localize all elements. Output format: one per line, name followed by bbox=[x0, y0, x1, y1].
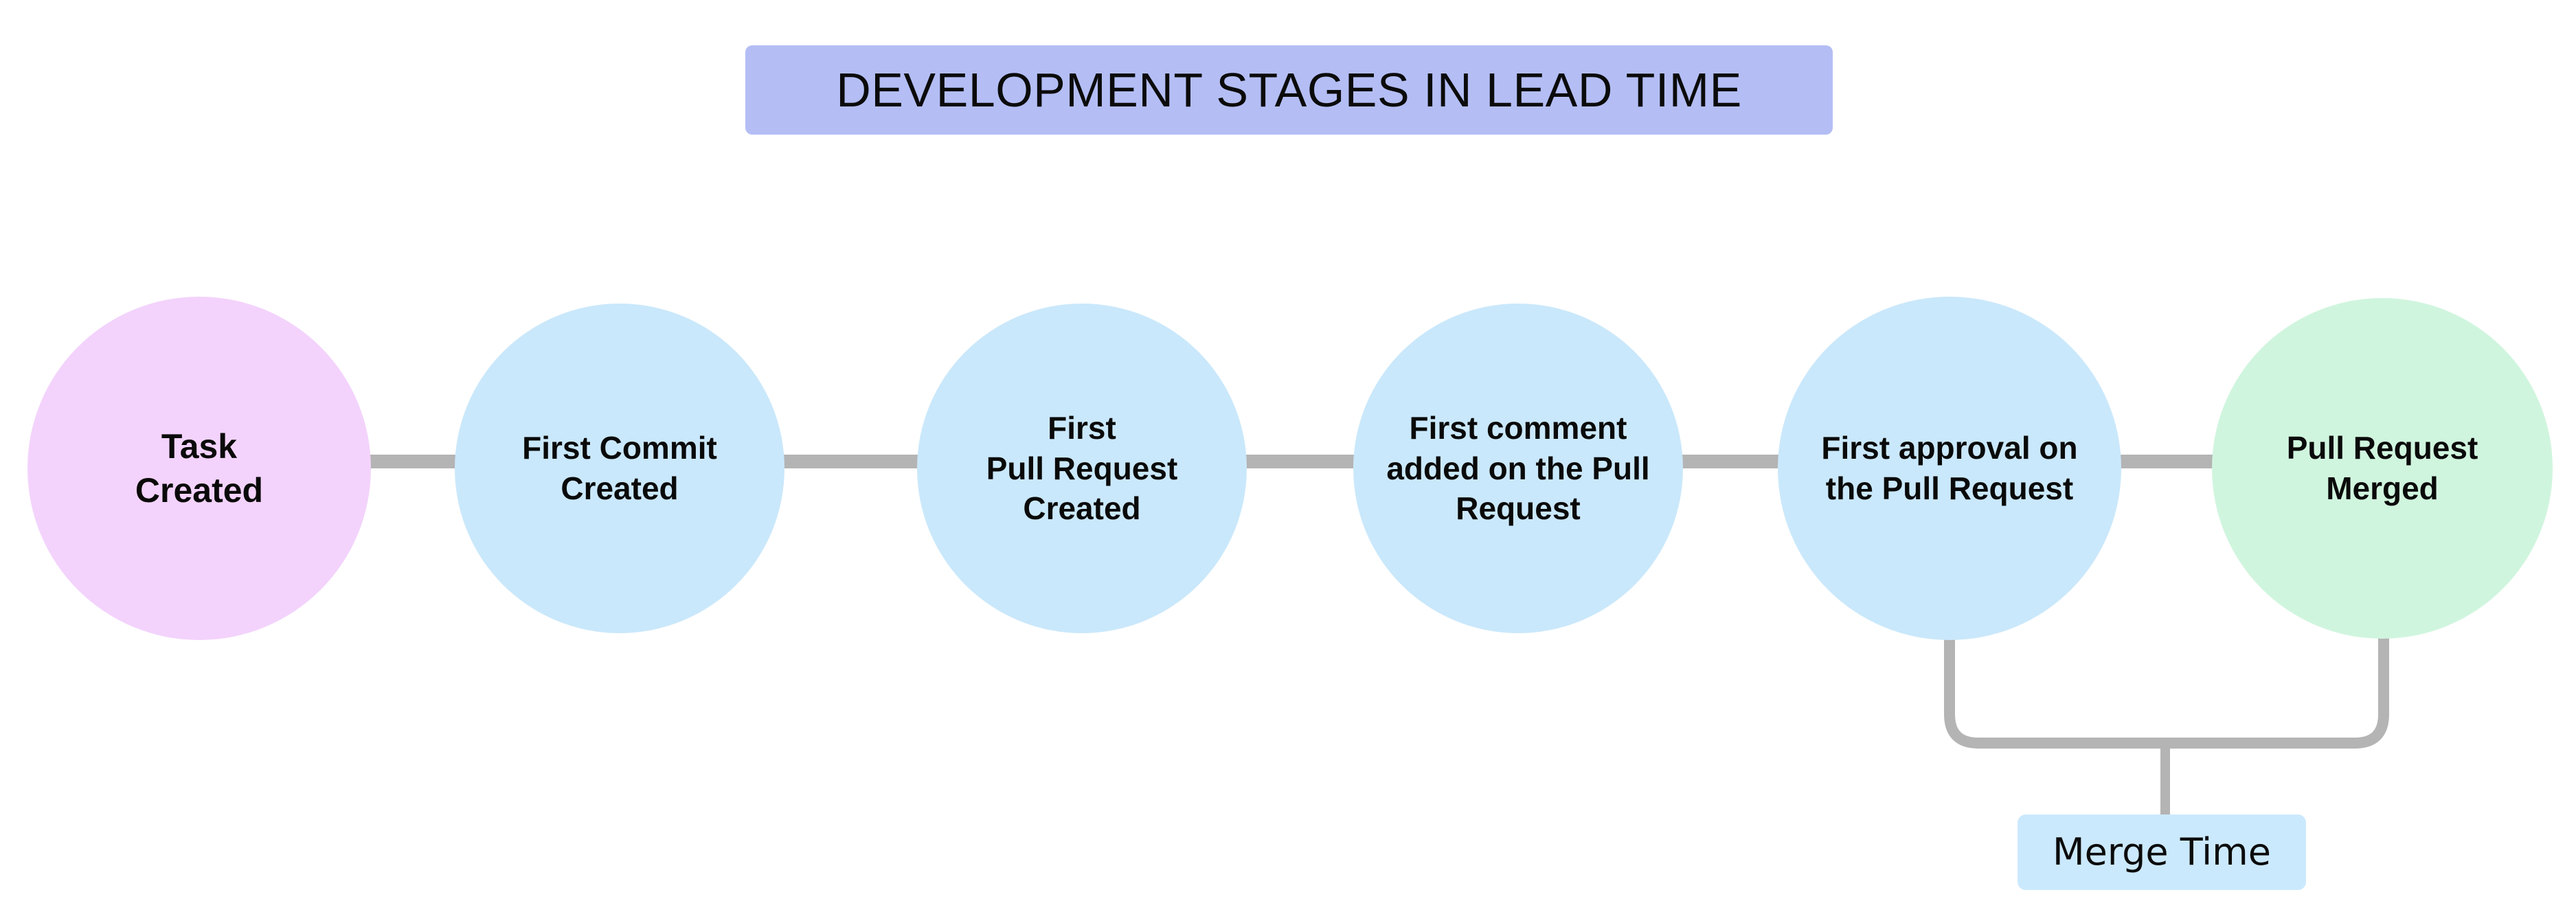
page-title: DEVELOPMENT STAGES IN LEAD TIME bbox=[836, 63, 1742, 117]
stage-label: First Commit Created bbox=[522, 430, 717, 506]
stage-first-pull-request-created[interactable]: First Pull Request Created bbox=[917, 304, 1247, 633]
stage-label: First approval on the Pull Request bbox=[1821, 430, 2078, 506]
stage-first-comment-added[interactable]: First comment added on the Pull Request bbox=[1353, 304, 1683, 633]
stage-first-commit-created[interactable]: First Commit Created bbox=[455, 304, 784, 633]
merge-time-bracket bbox=[1944, 626, 2389, 749]
merge-time-label: Merge Time bbox=[2053, 830, 2271, 874]
stage-task-created[interactable]: Task Created bbox=[27, 297, 371, 640]
page-title-banner: DEVELOPMENT STAGES IN LEAD TIME bbox=[745, 45, 1833, 135]
stage-label: Task Created bbox=[135, 427, 264, 510]
stage-label: First Pull Request Created bbox=[986, 409, 1178, 527]
stage-pull-request-merged[interactable]: Pull Request Merged bbox=[2212, 298, 2553, 639]
merge-time-callout[interactable]: Merge Time bbox=[2018, 814, 2306, 890]
stage-label: First comment added on the Pull Request bbox=[1386, 409, 1650, 527]
stage-label: Pull Request Merged bbox=[2286, 430, 2478, 506]
stage-first-approval[interactable]: First approval on the Pull Request bbox=[1778, 297, 2121, 640]
